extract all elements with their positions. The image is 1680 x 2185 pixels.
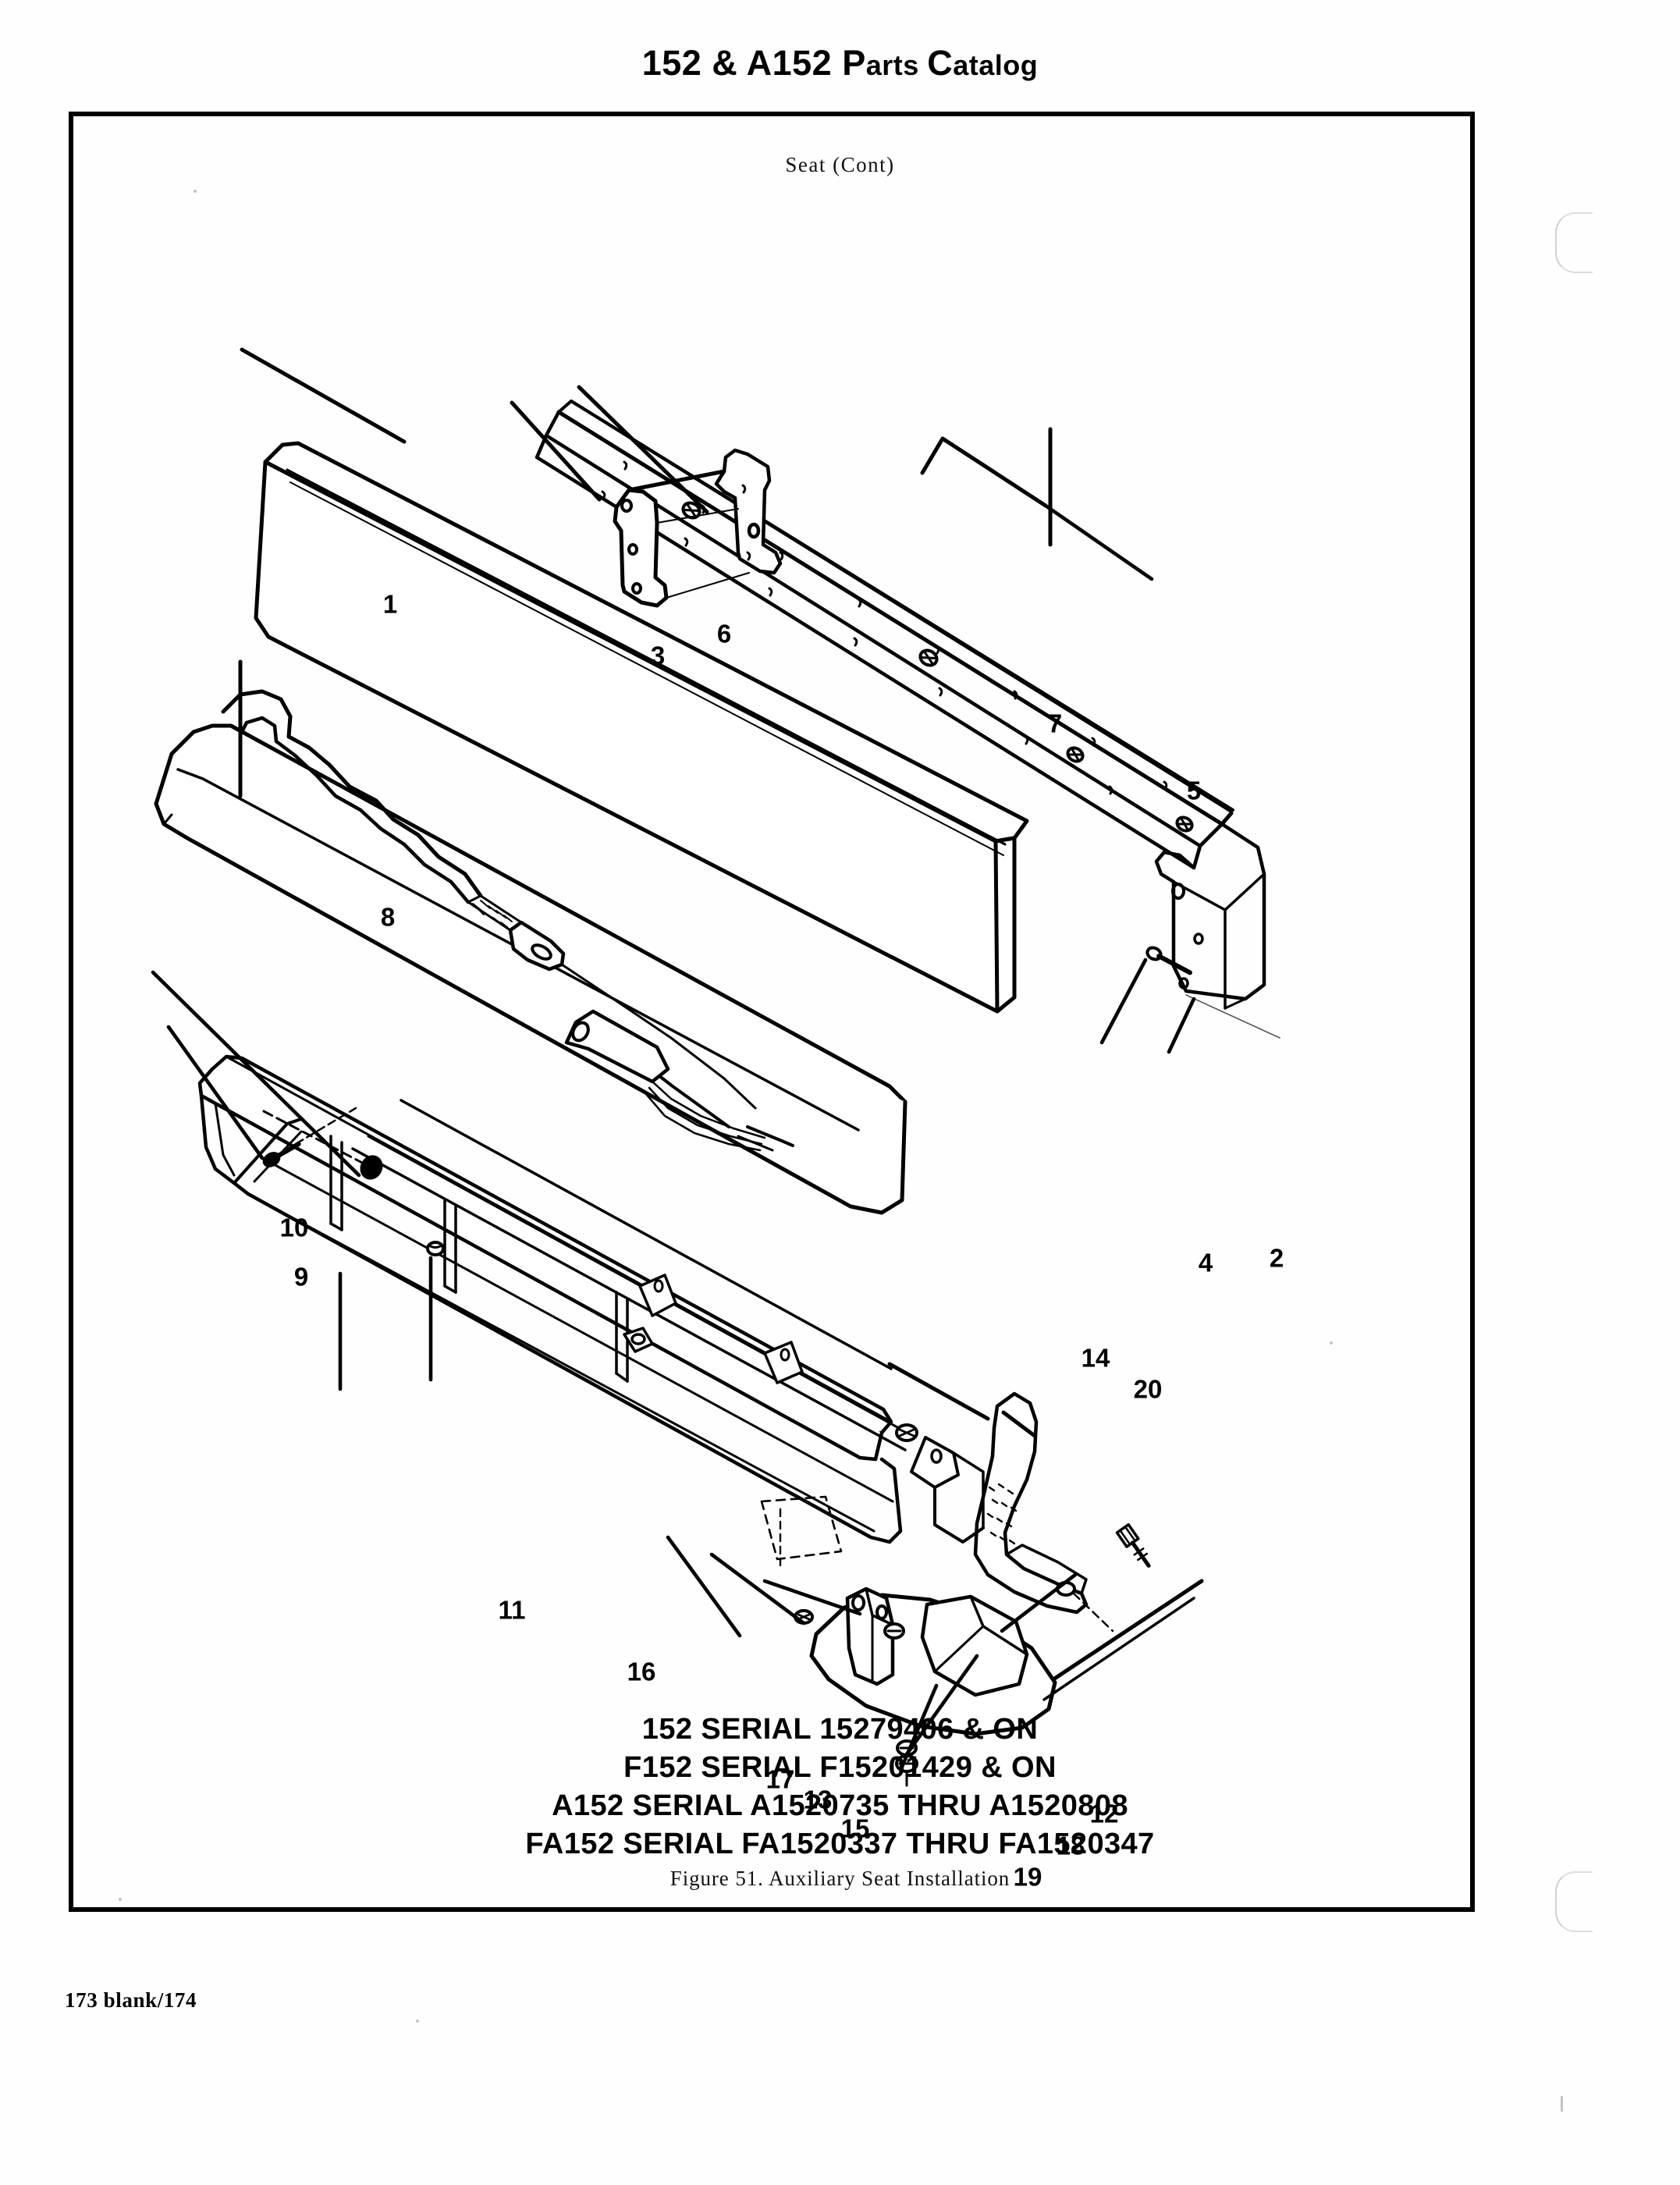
- leader-10: [151, 970, 361, 1178]
- section-subtitle: Seat (Cont): [785, 153, 895, 176]
- part-panel-screws: [681, 501, 1194, 833]
- title-atalog: atalog: [953, 49, 1039, 81]
- figure-caption: Figure 51. Auxiliary Seat Installation: [670, 1867, 1010, 1890]
- leader-6: [577, 385, 709, 514]
- callout-number-seat-cushion-assembly: 8: [380, 902, 396, 932]
- part-seat-back-panel: [535, 400, 1280, 1039]
- leader-7a: [920, 436, 1048, 508]
- title-c: C: [927, 43, 954, 83]
- leader-7b: [1043, 503, 1154, 581]
- part-attach-bolt: [1145, 946, 1192, 975]
- part-seat-cushion-assembly: [154, 723, 907, 1215]
- leader-19: [900, 1683, 939, 1769]
- binder-hole-artifact-bottom: [1555, 1871, 1593, 1932]
- title-arts: arts: [865, 49, 928, 81]
- scan-speck: [1330, 1341, 1333, 1345]
- page-number-footer: 173 blank/174: [65, 1988, 197, 2012]
- leader-3: [510, 400, 602, 502]
- part-frame-attach-bolt: [262, 1110, 383, 1180]
- title-model: 152 & A152: [641, 43, 843, 83]
- leader-17: [666, 1535, 742, 1638]
- callout-number-seat-frame-assembly: 11: [498, 1595, 526, 1625]
- leader-2: [1167, 997, 1196, 1054]
- leader-13: [709, 1552, 806, 1625]
- callout-number-bracket-bolt: 17: [765, 1764, 795, 1794]
- serial-line-152: 152 SERIAL 15279406 & ON: [641, 1713, 1039, 1746]
- part-frame-attach-nut: [426, 1241, 445, 1256]
- callout-number-panel-screws: 7: [1047, 709, 1063, 738]
- leader-15: [762, 1579, 862, 1616]
- callout-number-seat-back-assembly: 1: [382, 589, 398, 619]
- callout-number-right-end-bracket: 2: [1269, 1243, 1284, 1273]
- scan-speck: [416, 2020, 419, 2023]
- binder-hole-artifact-top: [1555, 212, 1593, 273]
- leader-14: [887, 1362, 990, 1421]
- part-frame-attach-screw: [262, 1107, 357, 1167]
- callout-number-belt-anchor-fitting: 20: [1133, 1374, 1163, 1404]
- callout-number-panel-attach-point: 6: [716, 619, 732, 648]
- part-belt-anchor-fitting: [973, 1391, 1151, 1633]
- callout-number-bracket-hardware: 15: [840, 1814, 870, 1843]
- part-belt-receptacle: [564, 1009, 794, 1152]
- callout-number-washer: 18: [1056, 1831, 1085, 1860]
- leader-9: [166, 1025, 265, 1160]
- content-frame-border: [69, 112, 1475, 1912]
- serial-line-f152: F152 SERIAL F15201429 & ON: [623, 1751, 1057, 1784]
- callout-number-attach-bolt: 4: [1198, 1248, 1213, 1277]
- callout-number-frame-attach-nut: 16: [627, 1657, 656, 1686]
- callout-number-frame-attach-bolt: 10: [279, 1213, 309, 1242]
- callout-leader-lines: [151, 347, 1196, 1769]
- part-left-support-bracket: [613, 448, 783, 608]
- callout-number-frame-attach-screw: 9: [293, 1262, 309, 1291]
- callout-number-seat-belt-anchor-strap: 14: [1081, 1343, 1110, 1373]
- callout-number-support-bracket-left: 13: [803, 1785, 833, 1814]
- leader-4: [1099, 957, 1148, 1045]
- title-p: P: [842, 43, 866, 83]
- leader-18: [904, 1654, 979, 1757]
- scan-speck: [194, 190, 197, 193]
- leader-20: [1001, 1410, 1037, 1438]
- serial-line-fa152: FA152 SERIAL FA1520337 THRU FA1520347: [525, 1828, 1155, 1860]
- callout-number-seat-back-panel: 5: [1186, 776, 1202, 805]
- scan-speck: [119, 1898, 122, 1901]
- part-seat-back-assembly: [254, 441, 1029, 1014]
- page-title: 152 & A152 Parts Catalog: [0, 43, 1680, 83]
- scan-speck: [1561, 2096, 1563, 2112]
- callout-number-nut: 19: [1013, 1862, 1042, 1892]
- leader-1: [240, 347, 407, 444]
- serial-line-a152: A152 SERIAL A1520735 THRU A1520808: [552, 1789, 1128, 1822]
- callout-number-floor-fitting: 12: [1089, 1799, 1119, 1828]
- leader-12: [1000, 1572, 1078, 1633]
- serial-applicability-block: 152 SERIAL 15279406 & ON F152 SERIAL F15…: [0, 1711, 1680, 1863]
- callout-number-left-support-bracket: 3: [650, 641, 666, 670]
